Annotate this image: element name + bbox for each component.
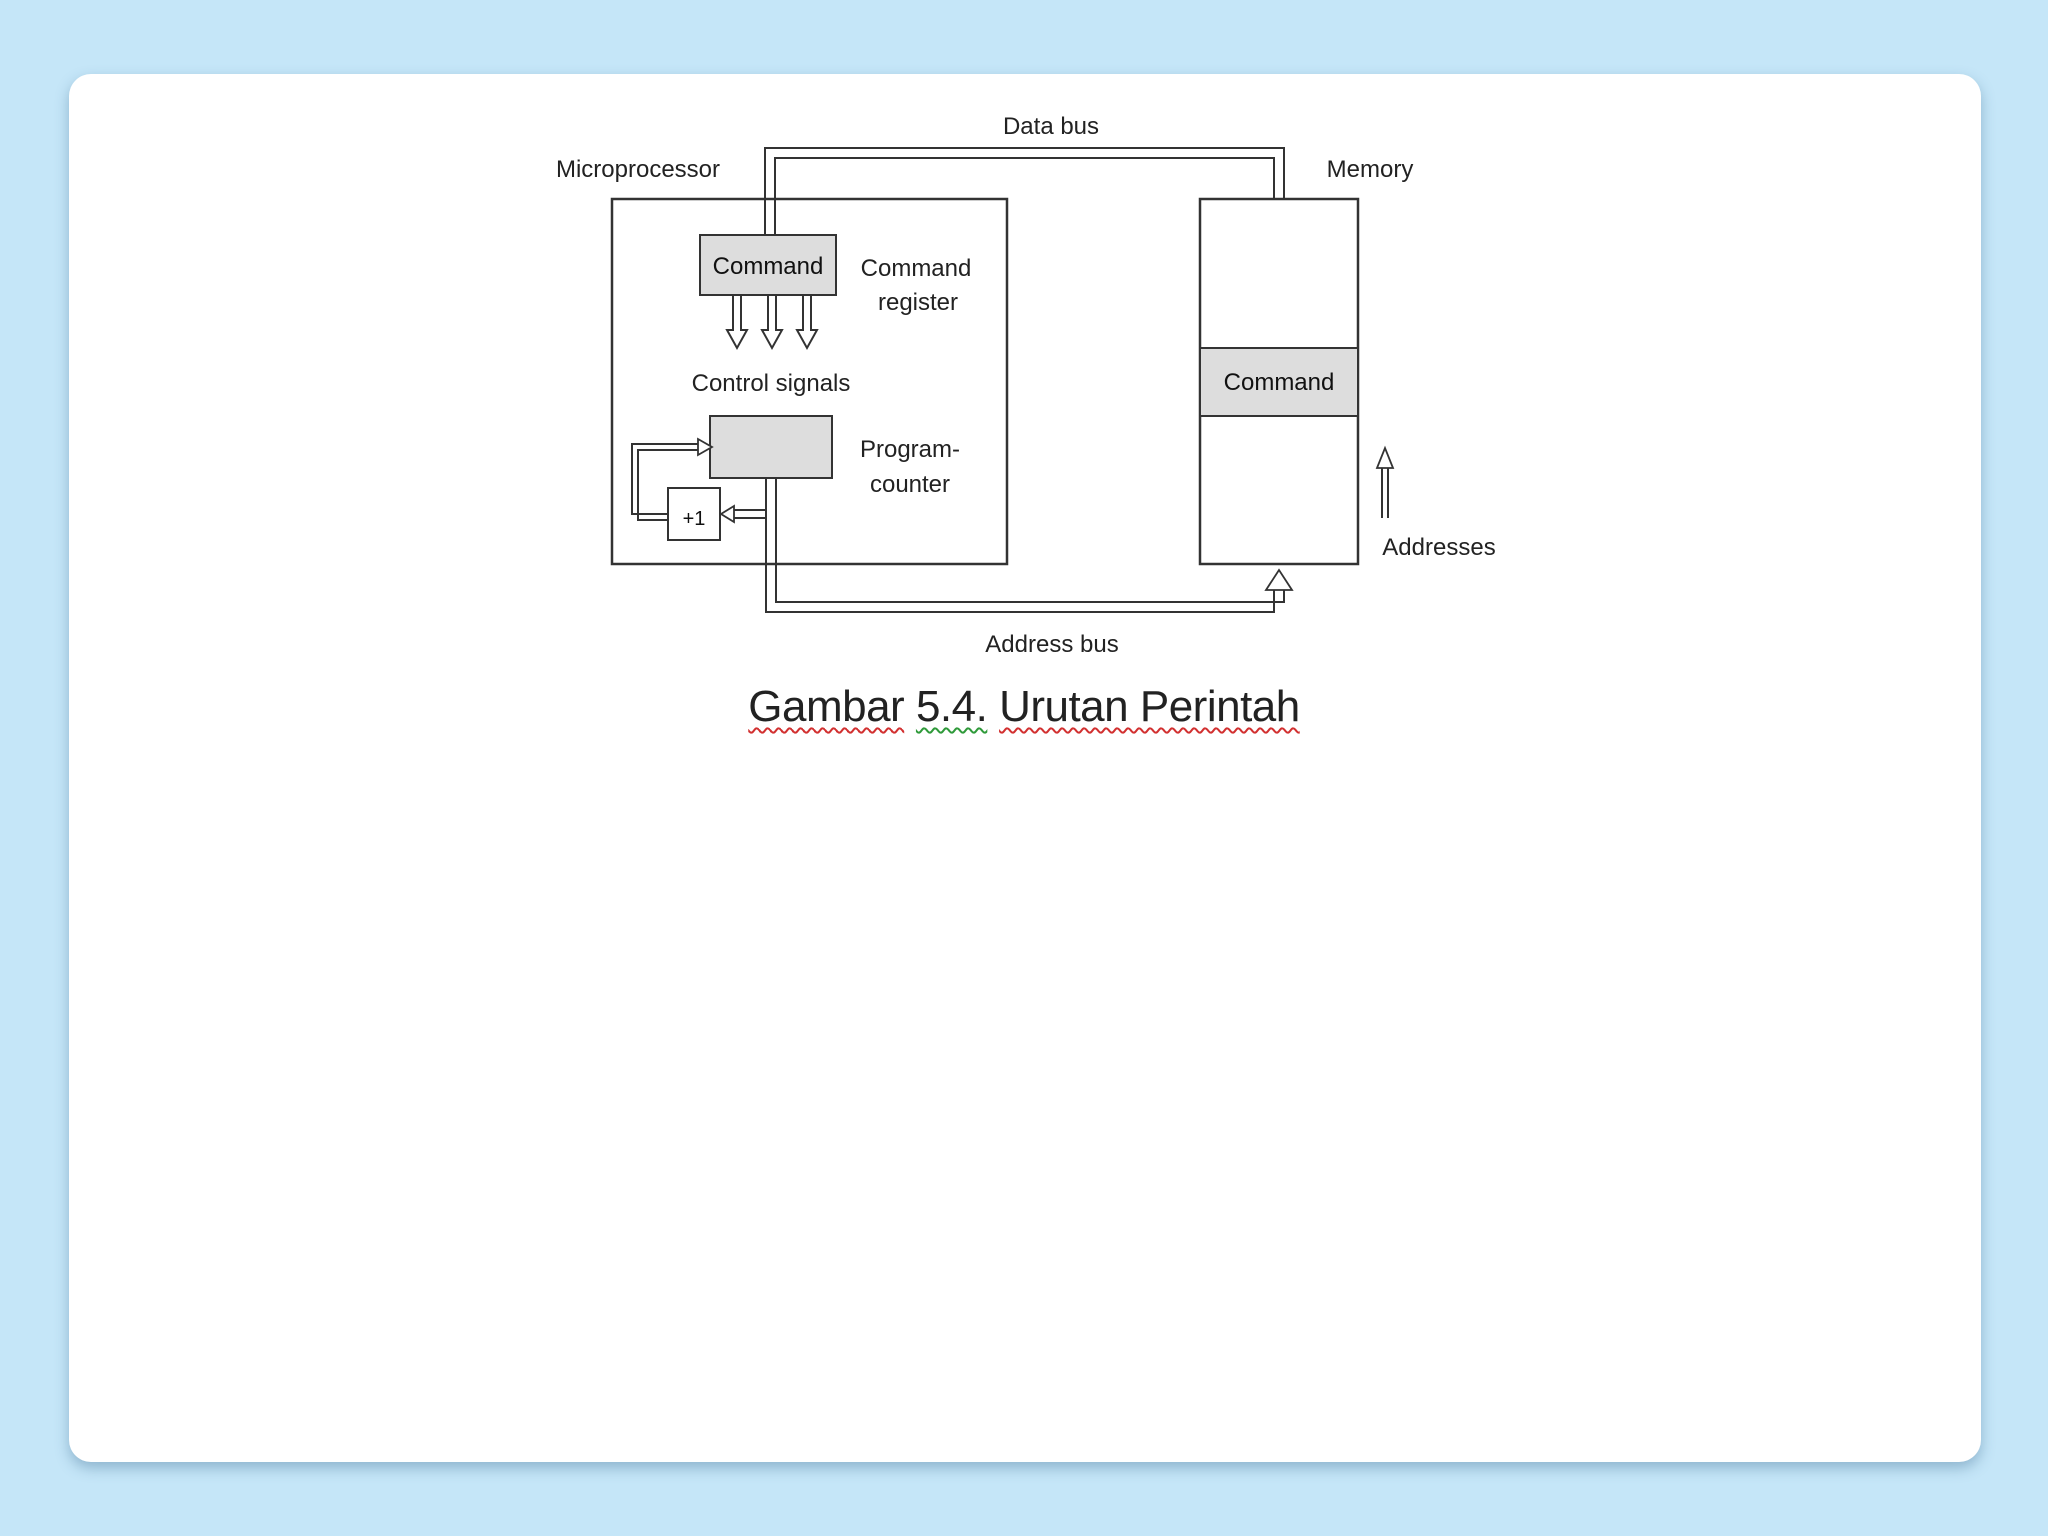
slide-card (69, 74, 1981, 1462)
caption-word-gambar: Gambar (748, 682, 905, 731)
caption-figure-number: 5.4. (915, 682, 988, 731)
caption-title: Urutan Perintah (999, 682, 1300, 731)
figure-caption: Gambar 5.4. Urutan Perintah (0, 682, 2048, 732)
